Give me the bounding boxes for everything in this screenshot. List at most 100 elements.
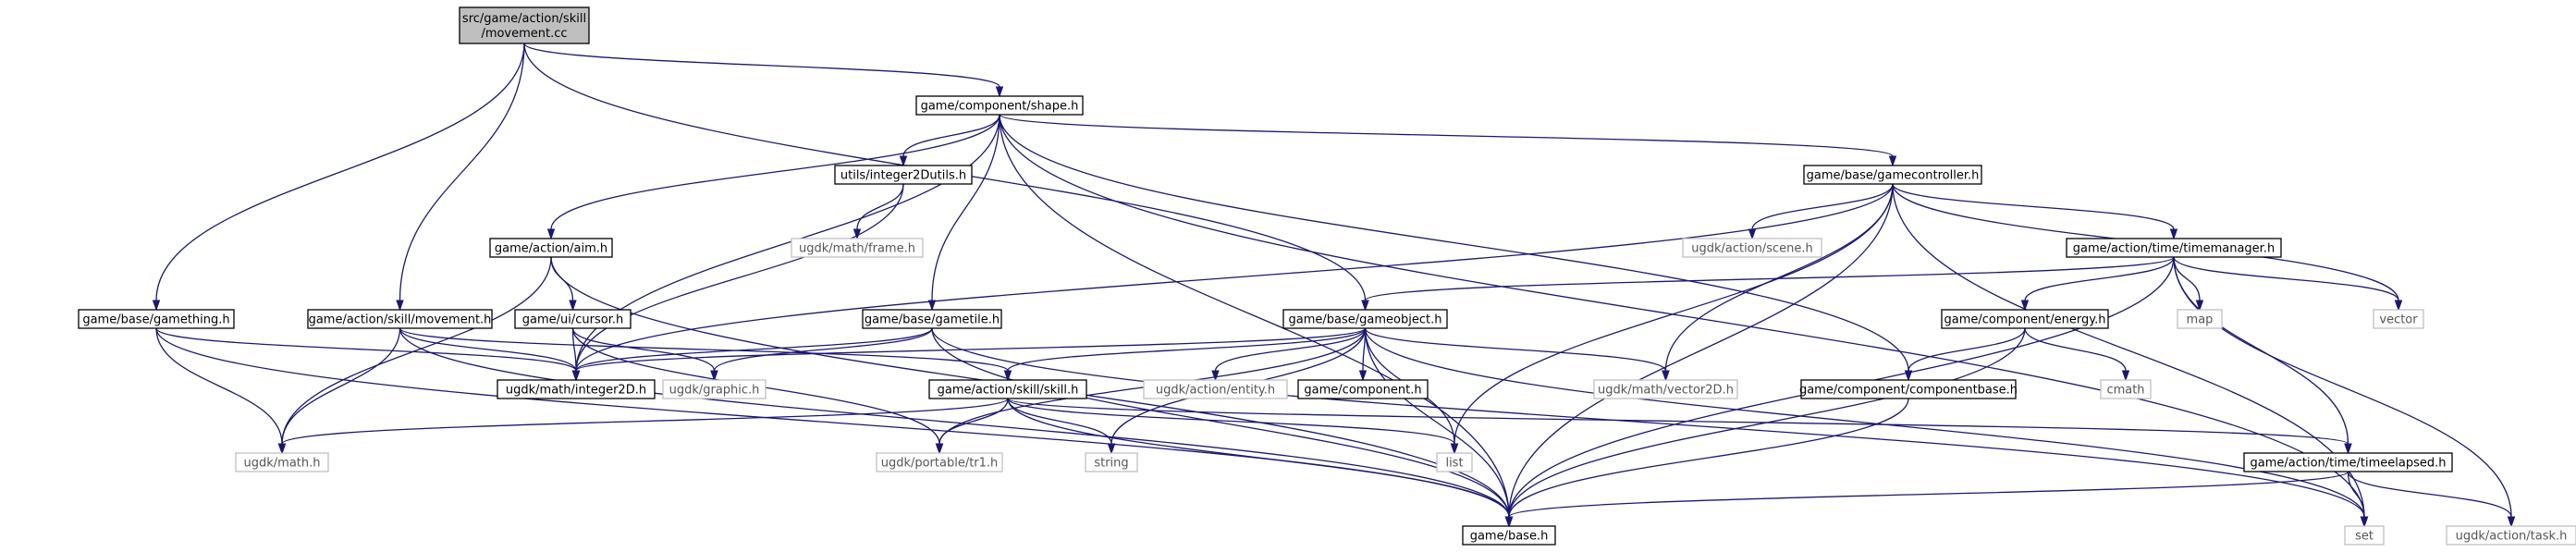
node-label: game/base/gamecontroller.h — [1807, 169, 1980, 183]
edge-line — [931, 114, 1000, 301]
node-box — [1462, 525, 1556, 546]
edge-line — [575, 327, 933, 372]
node-game-component-energy-h[interactable]: game/component/energy.h — [1941, 309, 2109, 329]
edge-gamething-to-integer2d — [155, 327, 581, 382]
edge-line — [931, 327, 1510, 518]
edge-line — [1007, 327, 1367, 372]
node-ugdk-portable-tr1-h: ugdk/portable/tr1.h — [876, 452, 1003, 472]
edge-line — [2173, 256, 2399, 301]
edge-line — [2024, 327, 2127, 372]
edge-line — [281, 256, 552, 445]
node-game-ui-cursor-h[interactable]: game/ui/cursor.h — [514, 309, 632, 329]
edge-arrowhead — [2121, 370, 2130, 382]
edge-arrowhead — [1361, 300, 1369, 312]
node-label: game/base/gameobject.h — [1289, 313, 1442, 327]
edge-shape-to-aim — [546, 114, 1000, 240]
edge-root-to-gamething — [152, 43, 525, 312]
edge-arrowhead — [853, 228, 862, 240]
edge-line — [155, 327, 283, 445]
edge-root-to-shape — [523, 43, 1004, 98]
node-box — [928, 379, 1087, 399]
node-box — [2373, 309, 2424, 329]
edge-timemanager-to-map — [2173, 256, 2204, 312]
edge-line — [999, 114, 1909, 372]
node-game-base-h[interactable]: game/base.h — [1462, 525, 1556, 546]
node-game-component-componentbase-h[interactable]: game/component/componentbase.h — [1799, 379, 2018, 399]
edge-gametile-to-base — [931, 327, 1514, 528]
edge-skill-to-list — [1007, 398, 1459, 455]
node-game-base-gamecontroller-h[interactable]: game/base/gamecontroller.h — [1803, 165, 1982, 185]
edge-line — [2347, 471, 2365, 518]
edge-energy-to-componentbase — [1904, 327, 2026, 382]
edge-movementh-to-skill — [399, 327, 1012, 382]
edge-line — [2347, 471, 2512, 518]
node-box — [862, 309, 1002, 329]
node-game-base-gameobject-h[interactable]: game/base/gameobject.h — [1282, 309, 1448, 329]
edge-energy-to-cmath — [2024, 327, 2130, 382]
node-box — [1941, 309, 2109, 329]
node-game-base-gametile-h[interactable]: game/base/gametile.h — [862, 309, 1002, 329]
edge-line — [523, 43, 1000, 88]
edge-arrowhead — [546, 228, 556, 240]
edge-arrowhead — [1662, 370, 1670, 382]
node-label: ugdk/math/integer2D.h — [506, 384, 646, 398]
edge-arrowhead — [1358, 370, 1368, 382]
node-ugdk-math-frame-h: ugdk/math/frame.h — [791, 238, 924, 258]
edge-arrowhead — [1450, 443, 1459, 455]
node-box — [2344, 525, 2385, 546]
edge-line — [856, 183, 904, 230]
node-utils-integer2dutils-h[interactable]: utils/integer2Dutils.h — [834, 165, 973, 185]
edge-timemanager-to-gameobject — [1361, 256, 2175, 312]
node-label: game/action/aim.h — [495, 242, 607, 256]
node-box — [2243, 452, 2453, 472]
edge-line — [713, 327, 933, 372]
node-box — [834, 165, 973, 185]
node-label: utils/integer2Dutils.h — [840, 169, 966, 183]
edge-arrowhead — [571, 370, 581, 382]
edge-line — [399, 43, 525, 301]
node-cmath: cmath — [2100, 379, 2152, 399]
node-box — [1682, 238, 1822, 258]
node-label: game/action/time/timemanager.h — [2073, 242, 2275, 256]
node-label: cmath — [2106, 384, 2144, 398]
edge-arrowhead — [152, 300, 161, 312]
node-label: vector — [2379, 313, 2418, 327]
edge-arrowhead — [2169, 228, 2178, 240]
node-ugdk-action-task-h: ugdk/action/task.h — [2446, 525, 2576, 546]
edge-line — [575, 327, 1367, 372]
node-list: list — [1436, 452, 1473, 472]
edge-line — [1892, 183, 2175, 230]
node-game-action-time-timeelapsed-h[interactable]: game/action/time/timeelapsed.h — [2243, 452, 2453, 472]
edge-integer2dutils-to-frame — [853, 183, 904, 240]
node-box — [514, 309, 632, 329]
node-box — [1297, 379, 1429, 399]
nodes-layer: src/game/action/skill/movement.cc game/co… — [78, 6, 2576, 546]
node-label: ugdk/action/scene.h — [1691, 242, 1813, 256]
edge-line — [1214, 327, 1367, 372]
edge-line — [1508, 183, 1894, 518]
edge-arrowhead — [2020, 300, 2030, 312]
edge-timemanager-to-timeelapsed — [2173, 256, 2352, 455]
node-game-action-aim-h[interactable]: game/action/aim.h — [489, 238, 613, 258]
edge-skill-to-timeelapsed — [1007, 398, 2352, 455]
node-game-component-shape-h[interactable]: game/component/shape.h — [915, 95, 1084, 116]
edge-line — [938, 398, 1009, 445]
node-label: ugdk/graphic.h — [669, 384, 760, 398]
edge-gametile-to-integer2d — [571, 327, 933, 382]
node-label: game/base/gamething.h — [82, 313, 229, 327]
node-label: game/base.h — [1470, 530, 1549, 544]
edge-line — [550, 114, 1000, 230]
node-game-base-gamething-h[interactable]: game/base/gamething.h — [78, 309, 235, 329]
node-game-action-time-timemanager-h[interactable]: game/action/time/timemanager.h — [2066, 238, 2282, 258]
node-ugdk-math-integer2d-h[interactable]: ugdk/math/integer2D.h — [497, 379, 656, 399]
node-ugdk-action-entity-h: ugdk/action/entity.h — [1143, 379, 1288, 399]
node-label: src/game/action/skill — [462, 12, 586, 26]
edge-gameobject-to-entity — [1211, 327, 1367, 382]
node-game-action-skill-skill-h[interactable]: game/action/skill/skill.h — [928, 379, 1087, 399]
node-game-action-skill-movement-h[interactable]: game/action/skill/movement.h — [307, 309, 493, 329]
node-box — [2177, 309, 2223, 329]
edge-gamecontroller-to-timemanager — [1892, 183, 2178, 240]
node-label: map — [2187, 313, 2214, 327]
node-src-game-action-skill-movement-cc[interactable]: src/game/action/skill/movement.cc — [459, 6, 590, 44]
node-game-component-h[interactable]: game/component.h — [1297, 379, 1429, 399]
